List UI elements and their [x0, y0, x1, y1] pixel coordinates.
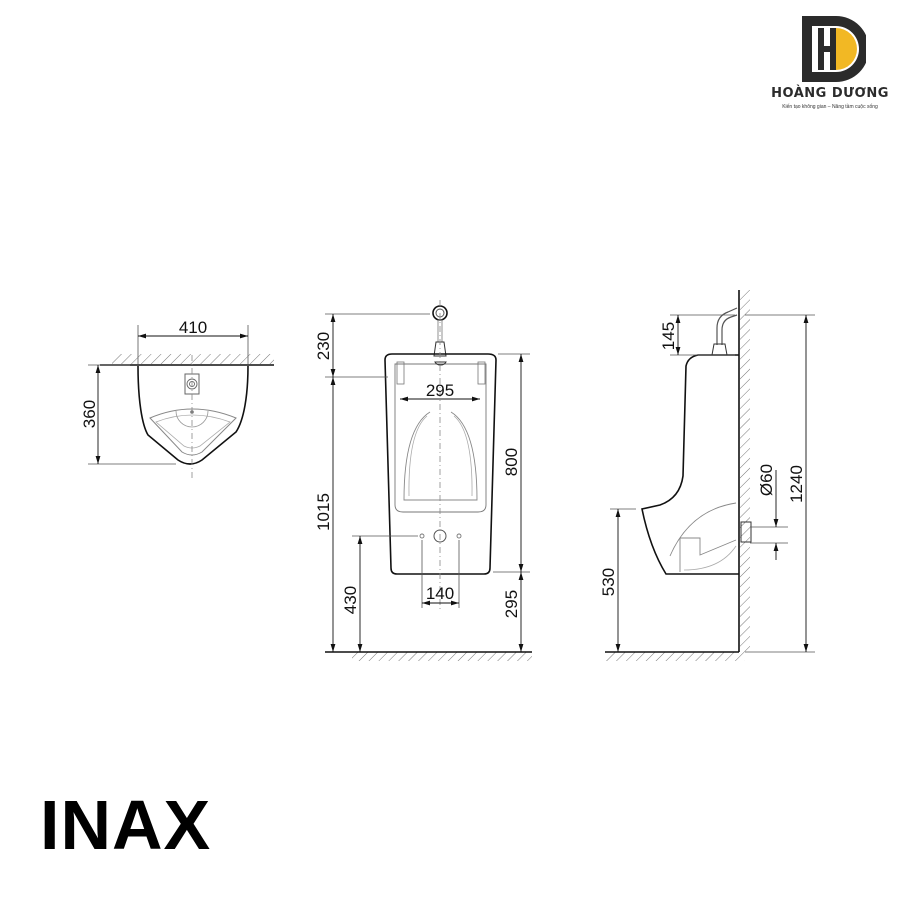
front-bolt-spacing-label: 140 [426, 584, 454, 603]
company-name: HOÀNG DƯƠNG [771, 86, 889, 101]
company-tagline: Kiến tạo không gian – Nâng tầm cuộc sống [782, 104, 878, 110]
front-inner-width-label: 295 [426, 381, 454, 400]
top-view-width-label: 410 [179, 318, 207, 337]
front-bottom-clearance-label: 295 [502, 590, 521, 618]
side-view: 145 1240 Ø60 530 [599, 290, 815, 661]
company-logo: HOÀNG DƯƠNG Kiến tạo không gian – Nâng t… [770, 12, 890, 112]
front-flush-height-label: 230 [314, 332, 333, 360]
side-total-height-label: 1240 [787, 465, 806, 503]
brand-name: INAX [40, 786, 212, 864]
front-body-height-label: 800 [502, 448, 521, 476]
front-view: 295 230 1015 430 140 800 295 [314, 300, 532, 661]
side-lip-height-label: 530 [599, 568, 618, 596]
side-flush-offset-label: 145 [659, 322, 678, 350]
front-total-height-label: 1015 [314, 493, 333, 531]
side-outlet-diameter-label: Ø60 [757, 464, 776, 496]
front-outlet-height-label: 430 [341, 586, 360, 614]
hd-logo-mark-icon [802, 16, 866, 82]
top-view: 410 360 [80, 318, 274, 478]
top-view-depth-label: 360 [80, 400, 99, 428]
